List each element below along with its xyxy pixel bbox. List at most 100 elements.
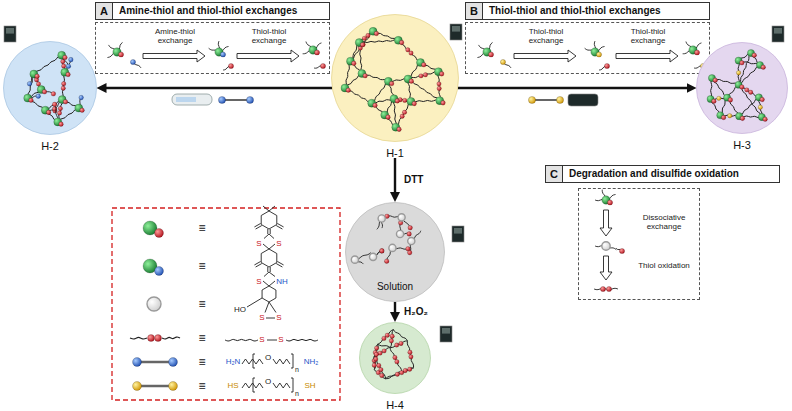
red-bead [395,99,400,104]
bond [264,234,269,239]
sample-label: H-3 [731,139,753,152]
cleaved-ring [602,242,610,250]
yellow-bead [728,114,732,118]
red-bead [740,116,745,121]
step-label: Thiol-thiol exchange [614,27,682,45]
label-slot: ≡ [198,380,205,392]
atom-label: S [278,336,283,344]
red-bead [763,117,768,122]
hydrogel-circle: H-1 [331,14,459,158]
red-bead [745,88,749,92]
red-bead [380,249,385,254]
label-slot: ≡ [198,260,205,272]
linker-bar [139,361,171,364]
vial-photo [440,326,452,342]
process-arrow [616,50,678,62]
red-bead [46,110,51,115]
polymer-chain [225,339,258,341]
label-slot: H₂O₂ [403,306,429,318]
red-bead [406,246,411,251]
polymer-chain [408,79,440,101]
red-bead [61,59,65,63]
label-slot: S [256,240,261,248]
red-bead [374,357,378,361]
chain-bond [273,359,290,364]
label-slot: Solution [345,276,445,294]
label-slot: H-3 [696,135,788,153]
process-arrow [600,210,612,236]
chemical-structure [225,206,318,392]
red-bead [402,110,406,114]
label-slot: H₂N [226,358,241,366]
text-slot: Thiol-thiol exchange [512,27,580,45]
hydrogel-outline [4,42,97,135]
red-bead [361,42,365,46]
red-bead [409,79,414,84]
polymer-chain [739,97,759,116]
polymer-chain [739,65,760,85]
bond [277,223,283,227]
mechanism-art [107,41,325,70]
red-bead [363,73,368,78]
repeat-bracket [253,378,255,392]
cleaved-ring [369,253,376,260]
polymer-chain [162,337,180,339]
red-bead [63,55,68,60]
red-bead [63,100,68,105]
section-header: AAmine-thiol and thiol-thiol exchanges [95,2,330,20]
chain-bond [242,383,263,388]
label-slot: n [295,366,299,373]
polymer-chain [393,330,407,341]
blue-bead [220,52,225,57]
red-bead [728,98,733,103]
network-art [707,49,767,121]
red-bead [42,89,47,94]
red-bead [393,355,397,359]
blue-bead [218,96,225,103]
red-bead [66,72,71,77]
panel-title: Thiol-thiol and thiol-thiol exchanges [483,3,667,19]
blue-bead [66,64,71,69]
red-bead [712,99,717,104]
step-label: Thiol oxidation [631,261,697,270]
red-bead [403,98,407,102]
polymer-chain [345,88,372,103]
polymer-chain [359,43,362,74]
legend-symbols [130,221,180,391]
label-slot: O [265,378,271,386]
bond [267,229,268,234]
node-outline [331,14,459,142]
label-slot: n [295,390,299,397]
red-bead [374,346,378,350]
hydrogel-outline [360,323,431,394]
mechanism-panel: Amine-thiol exchangeThiol-thiol exchange [95,22,330,74]
red-bead [382,349,386,353]
section-header: BThiol-thiol and thiol-thiol exchanges [465,2,710,20]
bond [263,206,269,211]
red-bead [61,64,65,68]
state-label: Solution [375,280,415,293]
label-slot: S [259,336,264,344]
red-bead [399,370,403,374]
red-bead [607,200,612,205]
chain-bond [242,359,263,364]
red-bead [437,86,441,90]
bond [256,226,262,230]
blue-bead [169,358,178,367]
text-slot: Thiol-thiol exchange [235,27,303,45]
red-bead [409,51,413,55]
sample-label: H-2 [39,140,61,153]
red-bead [320,63,325,68]
red-bead [713,78,718,83]
bond [277,261,283,265]
red-bead [606,286,611,291]
mechanism-art [594,190,625,292]
red-bead [399,40,404,45]
polymer-chain [350,31,373,61]
bond [269,272,275,277]
red-bead [761,65,766,70]
red-bead [351,61,356,66]
reagent-label: H₂O₂ [403,306,429,318]
red-bead [314,50,319,55]
